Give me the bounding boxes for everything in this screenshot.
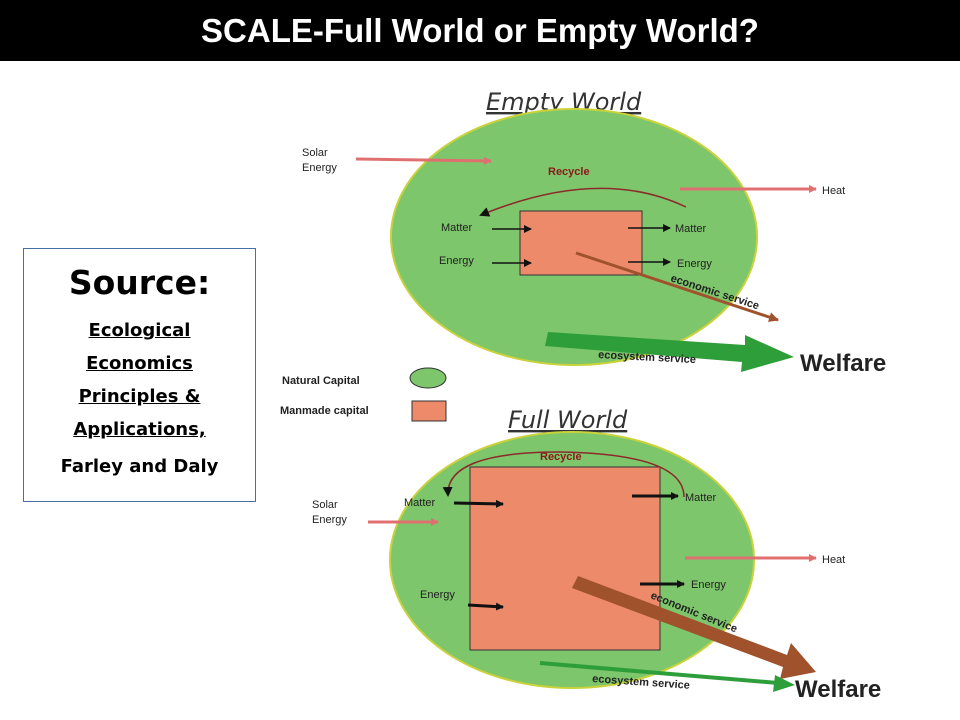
empty-world-recycle-label: Recycle — [548, 166, 590, 178]
legend-manmade-capital-swatch — [411, 400, 447, 422]
source-heading: Source: — [68, 263, 211, 302]
full-world-solar-label: Solar — [312, 499, 338, 511]
full-world-title: Full World — [508, 406, 628, 434]
full-world-recycle-label: Recycle — [540, 451, 582, 463]
legend-manmade-capital-label: Manmade capital — [280, 405, 369, 417]
full-world-matter-in-label: Matter — [404, 497, 436, 509]
full-world: Full World Recycle Solar Energy Matter E… — [312, 406, 881, 703]
title-bar — [0, 0, 960, 61]
full-world-recycle-arrow — [442, 451, 685, 498]
full-world-energy-out-label: Energy — [691, 579, 726, 591]
empty-world-recycle-arrow — [479, 187, 687, 217]
full-world-matter-out-label: Matter — [685, 492, 717, 504]
full-world-ecosystem-service-arrow — [539, 661, 779, 685]
source-box: Source: Ecological Economics Principles … — [23, 248, 256, 502]
empty-world-matter-out-label: Matter — [675, 223, 707, 235]
empty-world-solar-arrow — [355, 156, 492, 165]
empty-world-manmade-capital — [519, 210, 643, 276]
empty-world-heat-label: Heat — [822, 185, 845, 197]
full-world-heat-label: Heat — [822, 554, 845, 566]
empty-world-ecosystem-service-label: ecosystem service — [598, 349, 696, 366]
source-book-line: Principles & — [78, 386, 201, 407]
full-world-energy-in-arrow — [467, 602, 504, 611]
full-world-welfare-label: Welfare — [795, 676, 881, 703]
source-book-title: Ecological Economics Principles & Applic… — [24, 314, 255, 446]
source-authors: Farley and Daly — [60, 456, 219, 477]
full-world-solar-label: Energy — [312, 514, 347, 526]
empty-world: Empty World Solar Energy Heat Recycle Ma… — [302, 88, 886, 377]
source-book-line: Applications, — [73, 419, 206, 440]
source-book-line: Ecological — [88, 320, 191, 341]
empty-world-matter-in-label: Matter — [441, 222, 473, 234]
empty-world-solar-label: Solar — [302, 147, 328, 159]
full-world-economic-service-arrow — [572, 576, 816, 679]
source-book-line: Economics — [86, 353, 193, 374]
empty-world-economic-service-arrow — [575, 251, 779, 322]
page-title: SCALE-Full World or Empty World? — [201, 12, 759, 49]
empty-world-solar-label: Energy — [302, 162, 337, 174]
empty-world-energy-in-label: Energy — [439, 255, 474, 267]
full-world-energy-in-label: Energy — [420, 589, 455, 601]
full-world-matter-in-arrow — [453, 499, 504, 508]
full-world-ecosystem-service-arrowhead — [773, 675, 795, 692]
legend: Natural Capital Manmade capital — [280, 367, 447, 422]
legend-natural-capital-label: Natural Capital — [282, 375, 360, 387]
empty-world-ecosystem-service-arrow — [545, 332, 794, 372]
full-world-manmade-capital — [469, 466, 661, 651]
empty-world-welfare-label: Welfare — [800, 350, 886, 377]
empty-world-energy-out-label: Energy — [677, 258, 712, 270]
legend-natural-capital-swatch — [409, 367, 447, 389]
